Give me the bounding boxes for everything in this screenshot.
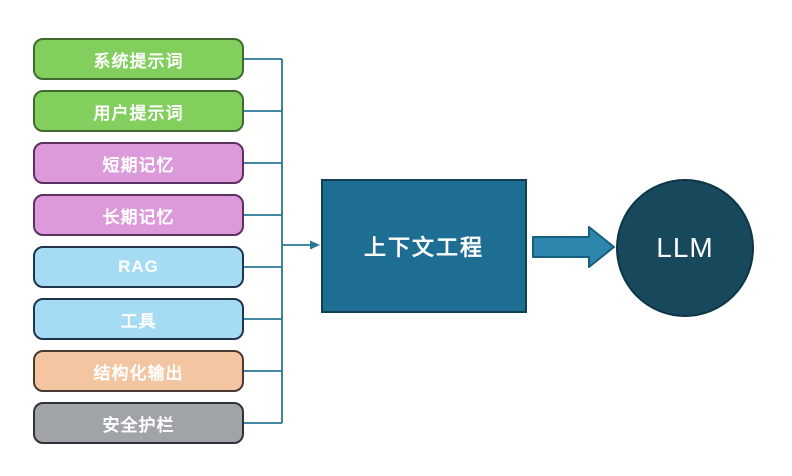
input-node-label: RAG [118, 257, 159, 276]
input-node-label: 用户提示词 [93, 103, 184, 123]
process-to-llm-arrow [532, 226, 615, 268]
input-node: 短期记忆 [33, 142, 244, 184]
input-node: 长期记忆 [33, 194, 244, 236]
input-node: 用户提示词 [33, 90, 244, 132]
process-node-label: 上下文工程 [363, 235, 484, 260]
output-node-llm: LLM [616, 179, 754, 317]
input-node-label: 短期记忆 [102, 155, 175, 175]
input-node: 结构化输出 [33, 350, 244, 392]
process-node-context-engineering: 上下文工程 [321, 179, 527, 313]
input-node-label: 结构化输出 [93, 363, 184, 383]
input-node-label: 工具 [120, 311, 157, 331]
input-node: 安全护栏 [33, 402, 244, 444]
input-node: 工具 [33, 298, 244, 340]
input-node-label: 长期记忆 [102, 207, 175, 227]
input-node-label: 安全护栏 [102, 415, 175, 435]
input-node: 系统提示词 [33, 38, 244, 80]
output-node-label: LLM [656, 232, 714, 263]
input-node: RAG [33, 246, 244, 288]
input-node-label: 系统提示词 [93, 51, 184, 71]
